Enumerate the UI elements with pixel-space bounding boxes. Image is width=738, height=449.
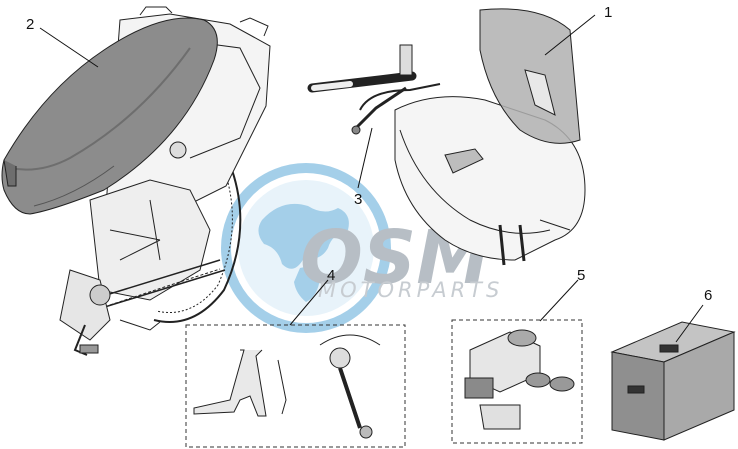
watermark-continents-icon	[258, 203, 349, 302]
part-seat-rear-frame	[1, 6, 271, 356]
box-logo-front	[627, 385, 645, 394]
callout-5: 5	[577, 267, 585, 284]
key-icon	[525, 372, 551, 388]
watermark-tagline: MOTORPARTS	[318, 278, 503, 302]
part-stands	[185, 324, 406, 448]
callout-2: 2	[26, 16, 34, 33]
watermark-globe-icon	[221, 163, 391, 333]
callout-1: 1	[604, 4, 612, 21]
part-lock-set	[451, 319, 583, 444]
callout-4: 4	[327, 267, 335, 284]
part-front-fairing	[307, 8, 586, 266]
lock-set-frame	[451, 319, 583, 444]
leader-lines	[39, 14, 704, 343]
stands-frame	[185, 324, 406, 448]
callout-3: 3	[354, 191, 362, 208]
callout-6: 6	[704, 287, 712, 304]
box-logo-top	[659, 344, 679, 353]
part-box	[610, 321, 736, 441]
